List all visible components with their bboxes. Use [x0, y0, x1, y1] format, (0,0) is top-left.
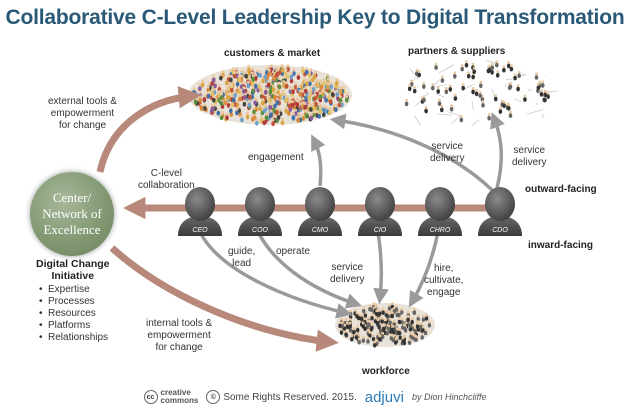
- partners-crowd: [404, 60, 558, 127]
- digital-change-initiative: Digital Change Initiative Expertise Proc…: [36, 258, 110, 344]
- some-rights-reserved: © Some Rights Reserved. 2015.: [206, 390, 357, 404]
- engagement-arrow: [311, 134, 326, 187]
- executive-coo: COO: [238, 187, 282, 236]
- executive-ceo: CEO: [178, 187, 222, 236]
- customers-crowd: [188, 64, 352, 127]
- footer: cc creative commons © Some Rights Reserv…: [0, 386, 630, 408]
- executive-label: CMO: [312, 227, 329, 234]
- service-delivery-customers-arrow: [329, 113, 494, 192]
- service-delivery-bottom-label: service delivery: [330, 262, 365, 285]
- service-delivery-right-label: service delivery: [512, 145, 547, 168]
- operate-label: operate: [276, 246, 310, 257]
- c-level-collaboration-label: C-level collaboration: [138, 168, 195, 191]
- initiative-item: Processes: [39, 296, 110, 308]
- operate-arrow: [256, 231, 362, 309]
- rights-text: Some Rights Reserved. 2015.: [223, 391, 357, 403]
- hub-line-3: Excellence: [43, 222, 101, 237]
- partners-label: partners & suppliers: [408, 46, 506, 57]
- creative-commons-logo: cc creative commons: [143, 389, 198, 405]
- guide-lead-arrow: [198, 231, 353, 319]
- center-of-excellence-hub: Center/ Network of Excellence: [30, 172, 114, 256]
- executive-label: CDO: [492, 227, 508, 234]
- engagement-label: engagement: [248, 152, 304, 163]
- attribution-icon: ©: [206, 390, 221, 404]
- executive-label: CIO: [374, 227, 387, 234]
- hire-cultivate-label: hire, cultivate, engage: [424, 263, 464, 298]
- service-delivery-partners-arrow: [490, 112, 505, 189]
- internal-tools-label: internal tools & empowerment for change: [146, 318, 213, 353]
- executive-row: CEO COO CMO CIO CHRO CDO: [178, 187, 522, 236]
- external-tools-arrow: [96, 86, 201, 173]
- initiative-item: Expertise: [39, 284, 110, 296]
- initiative-heading-2: Initiative: [51, 270, 95, 282]
- initiative-item: Relationships: [39, 332, 110, 344]
- executive-chro: CHRO: [418, 187, 462, 236]
- executive-label: CEO: [192, 227, 208, 234]
- internal-tools-arrow: [109, 245, 339, 352]
- executive-cmo: CMO: [298, 187, 342, 236]
- service-delivery-workforce-arrow: [373, 231, 389, 305]
- initiative-item: Platforms: [39, 320, 110, 332]
- initiative-heading-1: Digital Change: [36, 258, 110, 270]
- hire-cultivate-arrow: [408, 231, 440, 308]
- adjuvi-logo: adjuvi: [364, 388, 404, 406]
- service-delivery-top-label: service delivery: [430, 141, 465, 164]
- external-tools-label: external tools & empowerment for change: [48, 96, 117, 131]
- executive-cdo: CDO: [478, 187, 522, 236]
- workforce-label: workforce: [362, 366, 410, 377]
- diagram-title: Collaborative C-Level Leadership Key to …: [5, 6, 625, 29]
- byline: by Dion Hinchcliffe: [411, 392, 487, 402]
- executive-label: CHRO: [430, 227, 451, 234]
- initiative-item: Resources: [39, 308, 110, 320]
- hub-line-1: Center/: [52, 190, 92, 205]
- executive-label: COO: [252, 227, 269, 234]
- outward-facing-label: outward-facing: [525, 184, 597, 195]
- executive-cio: CIO: [358, 187, 402, 236]
- inward-facing-label: inward-facing: [528, 240, 594, 251]
- guide-lead-label: guide, lead: [228, 246, 256, 269]
- customers-label: customers & market: [224, 48, 321, 59]
- hub-line-2: Network of: [42, 206, 102, 221]
- workforce-crowd: [335, 302, 435, 348]
- cc-icon: cc: [143, 390, 158, 404]
